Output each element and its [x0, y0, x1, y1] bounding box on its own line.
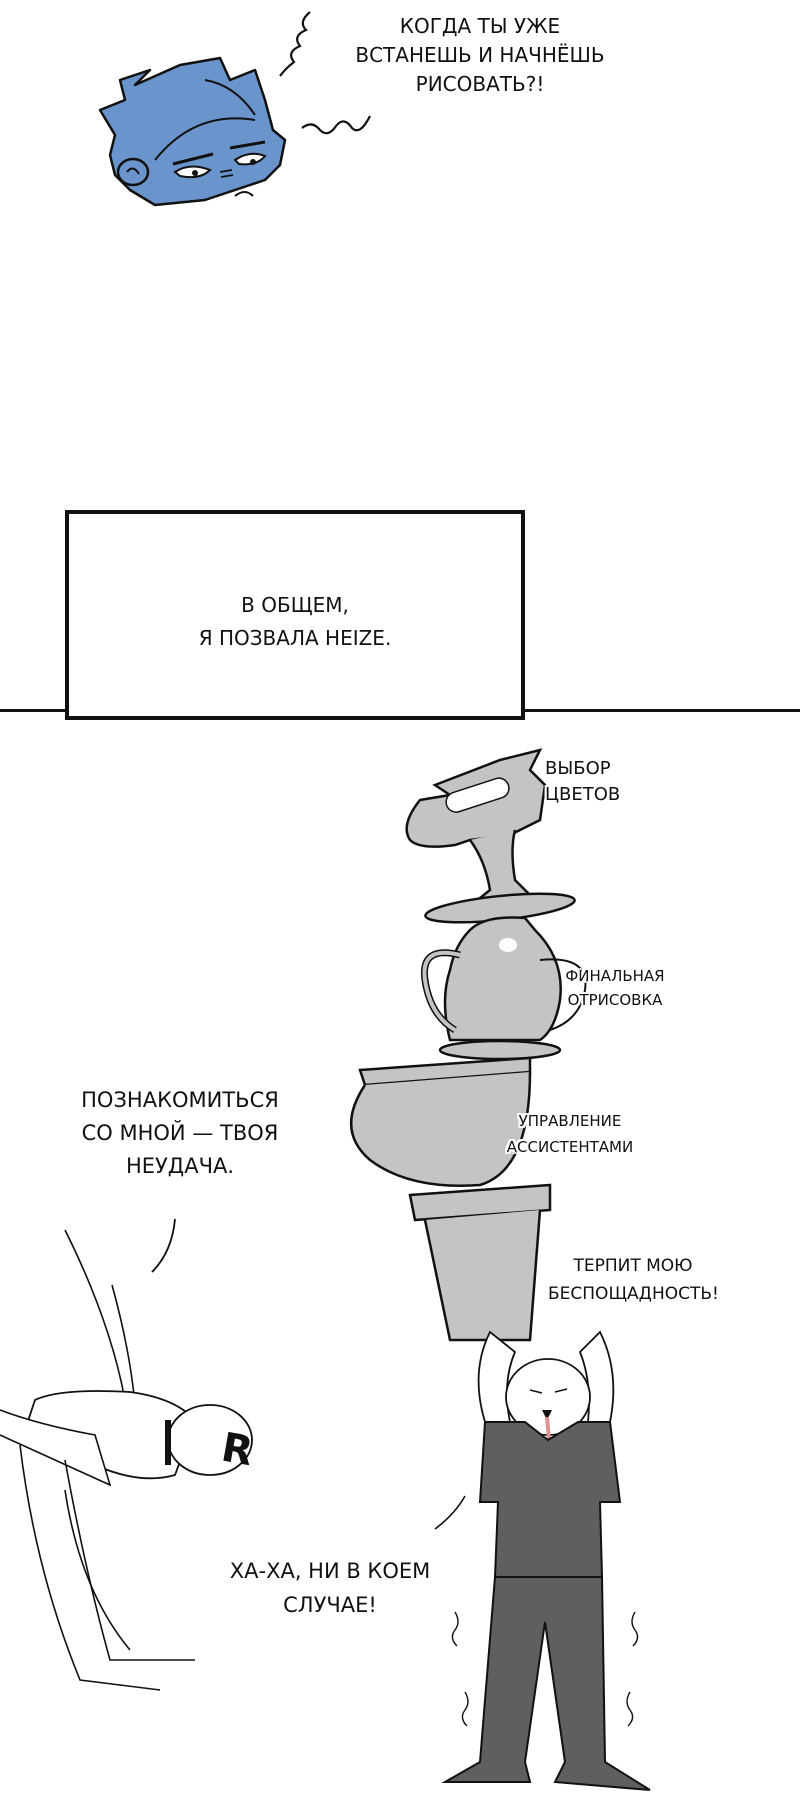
bowing-character: R: [0, 1229, 256, 1691]
svg-text:R: R: [218, 1425, 256, 1476]
caption-box: В ОБЩЕМ, Я ПОЗВАЛА HEIZE.: [65, 510, 525, 720]
speech-tail-line: [151, 1218, 176, 1273]
speech-bubble-text: ПОЗНАКОМИТЬСЯ СО МНОЙ — ТВОЯ НЕУДАЧА.: [81, 1088, 279, 1178]
panel-divider: [524, 709, 800, 712]
panel-3: ВЫБОР ЦВЕТОВ ФИНАЛЬНАЯ ОТРИСОВКА УПРАВЛЕ…: [0, 712, 800, 1811]
stack-label-color-choice: ВЫБОР ЦВЕТОВ: [545, 758, 621, 805]
speech-bubble-text: ХА-ХА, НИ В КОЕМ СЛУЧАЕ!: [229, 1559, 431, 1617]
caption-text: В ОБЩЕМ, Я ПОЗВАЛА HEIZE.: [198, 593, 392, 650]
suited-man-character: [441, 1330, 651, 1791]
stack-label-endures-ruthlessness: ТЕРПИТ МОЮ БЕСПОЩАДНОСТЬ!: [548, 1256, 719, 1304]
speech-tail-line: [434, 1495, 466, 1530]
squiggle-line-icon: [301, 115, 371, 135]
vessel-stack-illustration: [350, 748, 587, 1342]
squiggle-line-icon: [279, 11, 311, 77]
blue-head-character: [98, 56, 287, 207]
stack-label-assistant-management: УПРАВЛЕНИЕ АССИСТЕНТАМИ: [506, 1112, 634, 1156]
speech-bubble-text: КОГДА ТЫ УЖЕ ВСТАНЕШЬ И НАЧНЁШЬ РИСОВАТЬ…: [355, 14, 605, 96]
panel-divider: [0, 709, 66, 712]
stack-label-final-rendering: ФИНАЛЬНАЯ ОТРИСОВКА: [565, 967, 665, 1009]
panel-1: КОГДА ТЫ УЖЕ ВСТАНЕШЬ И НАЧНЁШЬ РИСОВАТЬ…: [0, 0, 800, 480]
